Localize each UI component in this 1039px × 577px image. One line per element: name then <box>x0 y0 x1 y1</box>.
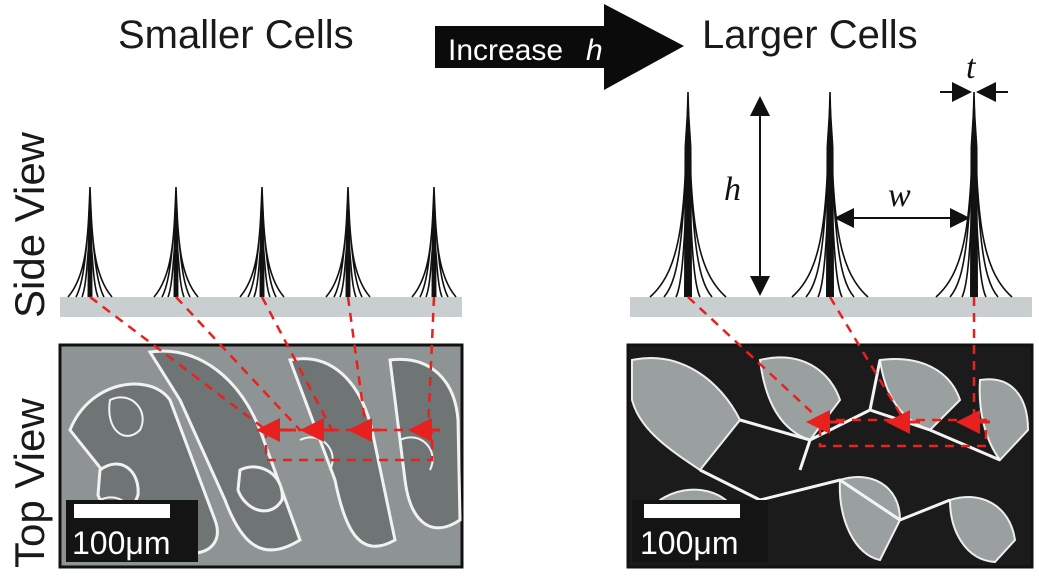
left-micrograph: 100μm <box>58 343 464 569</box>
right-scale-label: 100μm <box>640 525 738 561</box>
thickness-label: t <box>966 49 977 86</box>
side-view-label: Side View <box>6 131 53 318</box>
title-larger-cells: Larger Cells <box>702 13 918 57</box>
thickness-dimension: t <box>940 49 1008 102</box>
large-fins <box>649 91 1013 298</box>
top-view-label: Top View <box>6 398 53 568</box>
right-substrate <box>630 297 1032 317</box>
title-smaller-cells: Smaller Cells <box>118 13 354 57</box>
increase-label: Increase <box>448 34 563 67</box>
increase-arrow: Increase h <box>435 4 684 90</box>
right-micrograph: 100μm <box>626 343 1034 569</box>
left-scale-label: 100μm <box>72 525 170 561</box>
height-label: h <box>724 171 741 208</box>
left-substrate <box>60 297 462 317</box>
increase-variable: h <box>586 34 603 67</box>
small-fins <box>67 186 457 298</box>
height-dimension: h <box>724 96 770 296</box>
width-label: w <box>888 177 911 214</box>
width-dimension: w <box>834 177 970 228</box>
